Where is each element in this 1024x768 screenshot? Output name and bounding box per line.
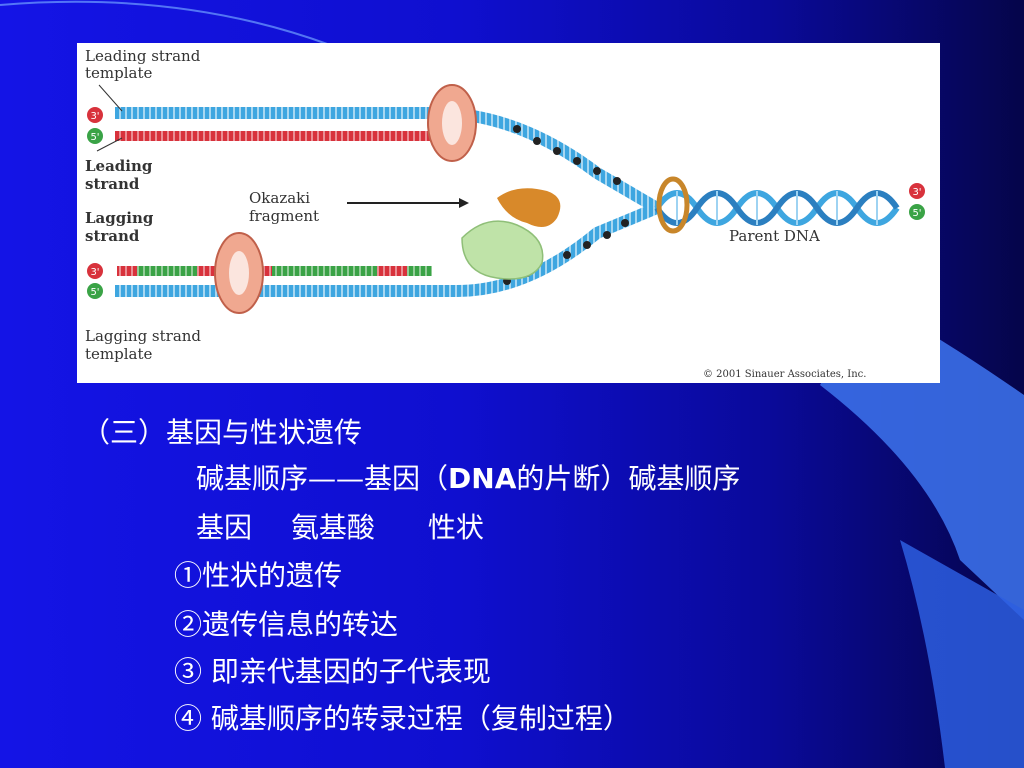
end-label-3prime-bottom-left: 3' xyxy=(87,263,103,279)
svg-text:5': 5' xyxy=(90,287,99,298)
svg-text:5': 5' xyxy=(90,132,99,143)
svg-text:5': 5' xyxy=(912,208,921,219)
label-lagging-strand-1: Lagging xyxy=(85,209,154,227)
svg-text:3': 3' xyxy=(912,187,921,198)
list-item-4: ④ 碱基顺序的转录过程（复制过程） xyxy=(174,702,631,735)
line-gene-aminoacid-trait: 基因 氨基酸 性状 xyxy=(196,511,484,544)
svg-text:3': 3' xyxy=(90,111,99,122)
replication-fork-diagram: 3' 5' 3' 5' 3' 5' Leading strand templat… xyxy=(85,47,925,380)
label-lagging-strand-template-2: template xyxy=(85,345,152,363)
label-lagging-strand-template-1: Lagging strand xyxy=(85,327,201,345)
label-leading-strand-template-2: template xyxy=(85,64,152,82)
end-label-5prime-top-left: 5' xyxy=(87,128,103,144)
end-label-5prime-right: 5' xyxy=(909,204,925,220)
svg-text:3': 3' xyxy=(90,267,99,278)
label-okazaki-fragment-1: Okazaki xyxy=(249,189,310,207)
section-heading: （三）基因与性状遗传 xyxy=(82,416,363,449)
label-leading-strand-1: Leading xyxy=(85,157,153,175)
lagging-polymerase-shape xyxy=(461,220,544,280)
list-item-3: ③ 即亲代基因的子代表现 xyxy=(174,655,491,688)
list-item-1: ①性状的遗传 xyxy=(174,559,343,592)
label-leading-strand-2: strand xyxy=(85,175,140,193)
label-lagging-strand-2: strand xyxy=(85,227,140,245)
primase-shape xyxy=(497,188,561,227)
parent-dna-helix xyxy=(654,190,900,226)
label-leading-strand-template-1: Leading strand xyxy=(85,47,201,65)
dna-replication-figure: 3' 5' 3' 5' 3' 5' Leading strand templat… xyxy=(77,43,940,383)
label-okazaki-fragment-2: fragment xyxy=(249,207,319,225)
helicase-ring xyxy=(656,176,690,234)
end-label-3prime-top-left: 3' xyxy=(87,107,103,123)
label-parent-dna: Parent DNA xyxy=(729,227,820,245)
copyright-notice: © 2001 Sinauer Associates, Inc. xyxy=(703,369,866,380)
line-base-sequence-gene: 碱基顺序——基因（DNA的片断）碱基顺序 xyxy=(196,462,741,495)
end-label-3prime-right: 3' xyxy=(909,183,925,199)
list-item-2: ②遗传信息的转达 xyxy=(174,608,399,641)
end-label-5prime-bottom-left: 5' xyxy=(87,283,103,299)
